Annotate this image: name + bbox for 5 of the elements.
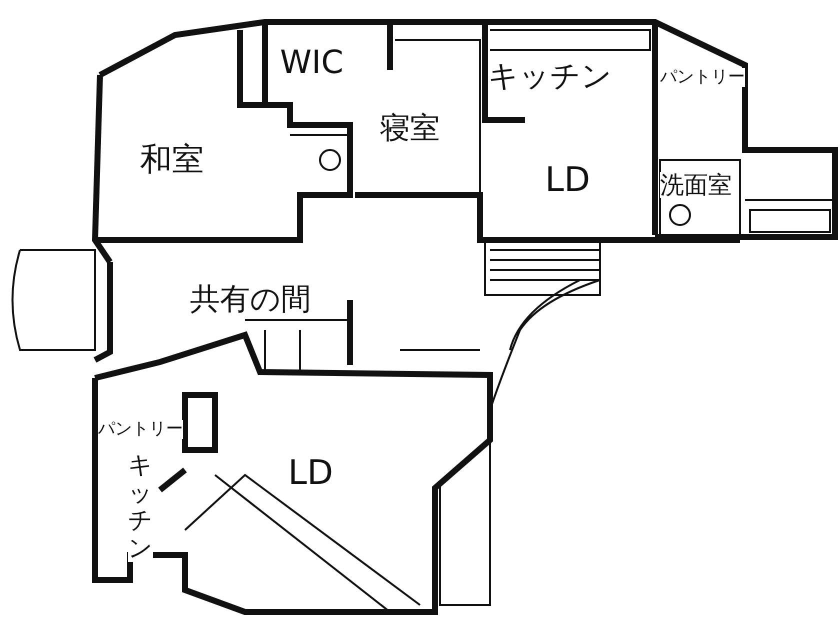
room-label: 洗面室 [660,172,732,198]
room-label: パントリー [98,420,183,439]
room-label: 共有の間 [190,283,311,316]
room-label: 寝室 [380,112,440,145]
room-label: パントリー [660,68,745,87]
